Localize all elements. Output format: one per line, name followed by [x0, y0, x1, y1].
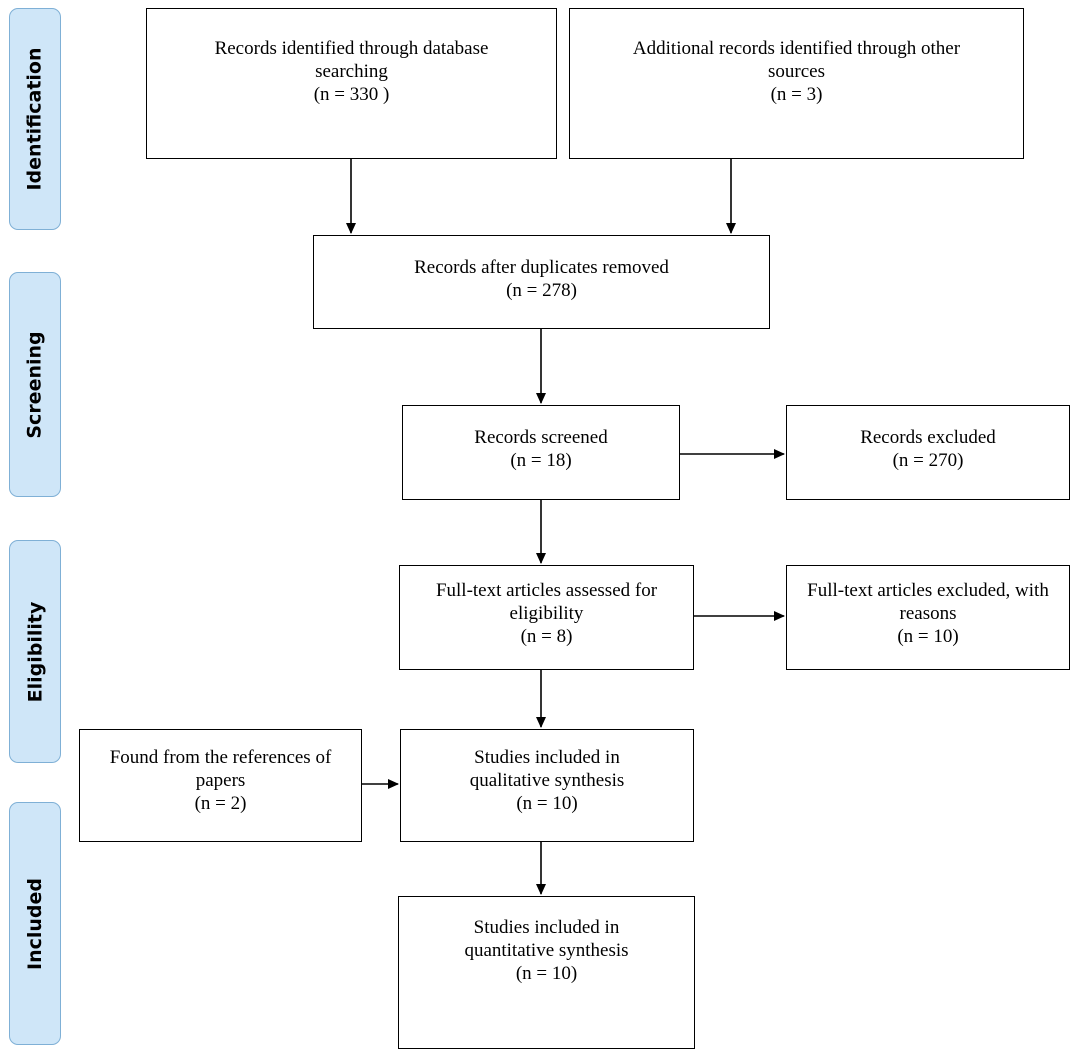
box-count: (n = 330 ): [313, 84, 390, 105]
box-text: Records excluded: [860, 427, 996, 448]
box-fulltext-excluded: Full-text articles excluded, with reason…: [786, 565, 1070, 670]
box-qualitative-synthesis: Studies included in qualitative synthesi…: [400, 729, 694, 842]
box-text: Full-text articles assessed for eligibil…: [435, 580, 658, 624]
box-records-excluded: Records excluded (n = 270): [786, 405, 1070, 500]
box-count: (n = 2): [194, 793, 247, 814]
box-text: Studies included in quantitative synthes…: [464, 917, 629, 961]
phase-eligibility: Eligibility: [9, 540, 61, 763]
box-text: Studies included in qualitative synthesi…: [469, 747, 625, 791]
box-text: Found from the references of papers: [109, 747, 332, 791]
box-fulltext-assessed: Full-text articles assessed for eligibil…: [399, 565, 694, 670]
box-count: (n = 10): [516, 793, 578, 814]
box-records-screened: Records screened (n = 18): [402, 405, 680, 500]
box-count: (n = 8): [520, 626, 573, 647]
phase-screening: Screening: [9, 272, 61, 497]
box-text: Full-text articles excluded, with reason…: [807, 580, 1049, 624]
box-text: Records screened: [474, 427, 608, 448]
box-count: (n = 270): [892, 450, 964, 471]
box-quantitative-synthesis: Studies included in quantitative synthes…: [398, 896, 695, 1049]
box-count: (n = 10): [897, 626, 959, 647]
phase-included: Included: [9, 802, 61, 1045]
box-count: (n = 3): [770, 84, 823, 105]
box-duplicates-removed: Records after duplicates removed (n = 27…: [313, 235, 770, 329]
box-count: (n = 278): [506, 280, 577, 301]
box-count: (n = 18): [510, 450, 572, 471]
box-text: Records identified through database sear…: [214, 38, 489, 82]
box-text: Records after duplicates removed: [414, 257, 669, 278]
box-database-search: Records identified through database sear…: [146, 8, 557, 159]
box-other-sources: Additional records identified through ot…: [569, 8, 1024, 159]
box-count: (n = 10): [515, 963, 578, 984]
box-text: Additional records identified through ot…: [632, 38, 961, 82]
phase-identification: Identification: [9, 8, 61, 230]
box-references: Found from the references of papers (n =…: [79, 729, 362, 842]
